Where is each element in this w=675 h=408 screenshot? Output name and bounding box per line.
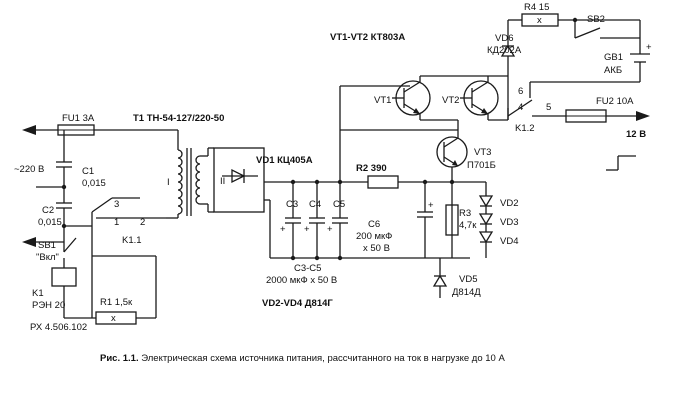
r1-label: R1 1,5к (100, 297, 133, 308)
k12-pin4: 4 (518, 102, 523, 113)
gb1-label: GB1 (604, 52, 623, 63)
k11-label: K1.1 (122, 235, 142, 246)
gb1-plus: + (646, 42, 652, 53)
vd4-label: VD4 (500, 236, 518, 247)
r2-label: R2 390 (356, 163, 387, 174)
sb2-switch (574, 27, 601, 39)
vd6-label: VD6 (495, 33, 513, 44)
output-voltage-label: 12 В (626, 129, 646, 140)
k1-type: РЭН 20 (32, 300, 65, 311)
diode-vd6 (500, 44, 516, 57)
r3-label: R3 (459, 208, 471, 219)
c3-plus: + (280, 224, 286, 235)
battery-section: VD6 КД202А x R4 15 SB2 + GB1 АКБ (487, 2, 652, 83)
k1-1-contact-group: 3 1 2 K1.1 SB1 "Вкл" K1 РЭН 20 РХ 4.506.… (30, 197, 178, 333)
capacitors-c3-c5: C3 C4 C5 + + + C3-C5 2000 мкФ x 50 В VD2… (262, 179, 470, 309)
c4-label: C4 (309, 199, 321, 210)
relay-k1-coil (51, 267, 77, 287)
vt1-label: VT1 (374, 95, 391, 106)
c2-label: C2 (42, 205, 54, 216)
zener-vd3 (478, 213, 494, 226)
c3-label: C3 (286, 199, 298, 210)
bridge-vd1-box (213, 147, 265, 213)
k11-pin2: 2 (140, 217, 145, 228)
c1-value: 0,015 (82, 178, 106, 189)
vd24-note: VD2-VD4 Д814Г (262, 298, 333, 309)
vt12-note: VT1-VT2 КТ803А (330, 32, 405, 43)
vt2-label: VT2 (442, 95, 459, 106)
output-section: 6 4 5 K1.2 FU2 10А 12 В (507, 76, 650, 171)
input-section: FU1 3А ~220 В C1 0,015 C2 0,015 (14, 113, 179, 247)
k11-pin3: 3 (114, 199, 119, 210)
transistor-vt3: VT3 П701Б (436, 130, 496, 182)
r4-x-mark: x (537, 15, 542, 26)
regulator-section: R2 390 + C6 200 мкФ x 50 В R3 4,7к VD2 V… (340, 163, 518, 298)
t1-winding-2: II (220, 176, 225, 187)
t1-label: T1 ТН-54-127/220-50 (133, 113, 224, 124)
c5-label: C5 (333, 199, 345, 210)
k1-1-switch (91, 197, 113, 213)
c4-plus: + (304, 224, 310, 235)
transformer-t1: I T1 ТН-54-127/220-50 (133, 113, 224, 218)
figure-caption: Рис. 1.1. Электрическая схема источника … (100, 353, 505, 364)
k12-pin5: 5 (546, 102, 551, 113)
c6-plus: + (428, 200, 434, 211)
c2-value: 0,015 (38, 217, 62, 228)
vt3-type: П701Б (467, 160, 496, 171)
mains-label: ~220 В (14, 164, 44, 175)
gb1-type: АКБ (604, 65, 622, 76)
k1-2-switch (507, 99, 533, 117)
vd1-label: VD1 КЦ405А (256, 155, 313, 166)
vd5-type: Д814Д (452, 287, 481, 298)
sb1-label: SB1 (38, 240, 56, 251)
input-arrow-icon (22, 125, 36, 135)
k12-label: K1.2 (515, 123, 535, 134)
fu1-label: FU1 3А (62, 113, 95, 124)
zener-vd4 (478, 231, 494, 244)
r1-x-mark: x (111, 313, 116, 324)
c6-label: C6 (368, 219, 380, 230)
zener-vd2 (478, 195, 494, 208)
c35-value: 2000 мкФ x 50 В (266, 275, 337, 286)
k1-passport: РХ 4.506.102 (30, 322, 87, 333)
t1-winding-1: I (167, 177, 170, 188)
bridge-vd1: II VD1 КЦ405А (207, 147, 340, 258)
zener-vd5 (432, 274, 448, 287)
c5-plus: + (327, 224, 333, 235)
sb2-label: SB2 (587, 14, 605, 25)
vd2-label: VD2 (500, 198, 518, 209)
sb1-quote: "Вкл" (36, 252, 59, 263)
c35-label: C3-C5 (294, 263, 321, 274)
c6-value-1: 200 мкФ (356, 231, 392, 242)
caption-prefix: Рис. 1.1. (100, 353, 139, 364)
c6-value-2: x 50 В (363, 243, 390, 254)
sb1-switch (63, 237, 77, 253)
resistor-r3 (445, 204, 459, 236)
resistor-r1 (95, 311, 137, 325)
vd3-label: VD3 (500, 217, 518, 228)
transistors-vt1-vt2: VT1 VT2 VT1-VT2 КТ803А (330, 32, 508, 182)
k11-pin1: 1 (114, 217, 119, 228)
fu2-label: FU2 10А (596, 96, 634, 107)
mains-arrow-icon (22, 237, 36, 247)
r4-label: R4 15 (524, 2, 549, 13)
caption-text: Электрическая схема источника питания, р… (139, 353, 506, 364)
output-arrow-icon (636, 111, 650, 121)
c1-label: C1 (82, 166, 94, 177)
k1-label: K1 (32, 288, 44, 299)
vt3-label: VT3 (474, 147, 491, 158)
k12-pin6: 6 (518, 86, 523, 97)
vd5-label: VD5 (459, 274, 477, 285)
vd6-type: КД202А (487, 45, 522, 56)
resistor-r2 (367, 175, 399, 189)
r3-value: 4,7к (459, 220, 477, 231)
